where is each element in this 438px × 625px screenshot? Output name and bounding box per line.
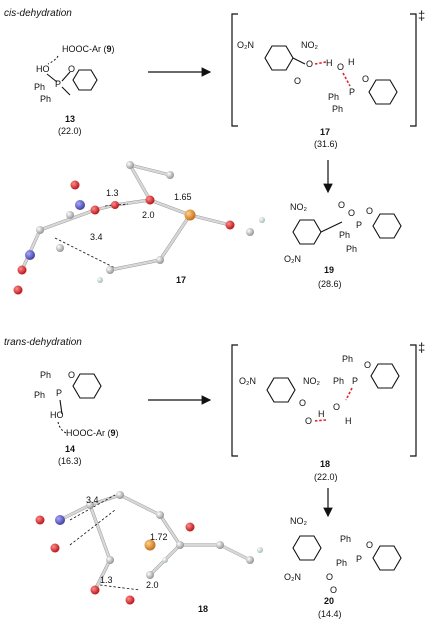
oxygen-label: O [348,208,355,218]
oxygen-label: O [68,64,75,74]
nitro-label: NO₂ [290,202,308,212]
phosphorus-label: P [356,220,362,230]
transition-state-18: ‡ Ph O₂N NO₂ Ph P O O O H O H 18 (22.0) [231,340,425,482]
oxygen-label: O [337,62,344,72]
compound-number: 17 [320,127,330,137]
oxygen-label: O [338,200,345,210]
distance-label: 3.4 [86,495,99,505]
oxygen-label: O [68,370,75,380]
hydroxyl-label: HO [50,410,64,420]
oxygen-label: O [305,416,312,426]
oxygen-label: O [294,76,301,86]
nitro-label: NO₂ [290,516,308,526]
compound-number: 20 [324,596,334,606]
compound-20: NO₂ Ph Ph P O O₂N O O 20 (14.4) [284,516,402,619]
energy-value: (14.4) [318,609,342,619]
nitro-label: O₂N [284,254,301,264]
phenyl-label: Ph [328,92,339,102]
compound-14: Ph Ph P O HO HOOC-Ar (9) 14 (16.3) [34,370,119,466]
distance-label: 1.65 [174,192,192,202]
h-bond-dash [47,55,59,65]
phosphorus-label: P [55,79,61,89]
distance-label: 1.72 [150,532,168,542]
nitro-label: NO₂ [301,40,319,50]
oxygen-label: O [362,74,369,84]
phenyl-label: Ph [336,558,347,568]
phenyl-label: Ph [333,376,344,386]
distance-label: 3.4 [90,232,103,242]
compound-number: 19 [324,265,334,275]
oxygen-label: O [326,572,333,582]
nitro-label: O₂N [284,572,301,582]
nitro-label: O₂N [237,40,254,50]
phosphorus-label: P [352,376,358,386]
oxygen-label: O [366,206,373,216]
phosphorus-label: P [356,554,362,564]
energy-value: (28.6) [318,279,342,289]
distance-label: 1.3 [106,188,119,198]
phosphorus-label: P [56,388,62,398]
model-3d-17: 1.3 2.0 1.65 3.4 17 [13,161,265,295]
cis-section-label: cis-dehydration [4,8,72,19]
phenyl-label: Ph [346,244,357,254]
nitro-label: NO₂ [303,376,321,386]
dagger-symbol: ‡ [418,8,425,23]
oxygen-label: O [366,540,373,550]
trans-section-label: trans-dehydration [4,337,82,348]
phenyl-label: Ph [40,94,51,104]
distance-label: 2.0 [142,210,155,220]
energy-value: (22.0) [314,472,338,482]
phenyl-label: Ph [342,354,353,364]
phenyl-label: Ph [332,104,343,114]
hydrogen-label: H [318,409,325,419]
hydroxyl-label: HO [36,64,50,74]
phenyl-label: Ph [339,230,350,240]
compound-number: 13 [65,114,75,124]
model-3d-18: 3.4 1.72 1.3 2.0 18 [35,491,263,614]
distance-label: 1.3 [100,575,113,585]
compound-number: 18 [320,459,330,469]
hydrogen-label: H [348,57,355,67]
dagger-symbol: ‡ [418,340,425,355]
oxygen-label: O [330,585,337,595]
transition-state-17: ‡ O₂N NO₂ O H O O H P Ph Ph O 17 (31.6) [231,8,425,149]
oxygen-label: O [306,59,313,69]
phenyl-label: Ph [34,82,45,92]
energy-value: (22.0) [58,126,82,136]
distance-label: 2.0 [146,580,159,590]
nitro-label: O₂N [239,376,256,386]
oxygen-label: O [333,402,340,412]
energy-value: (16.3) [58,456,82,466]
oxygen-label: O [364,360,371,370]
h-bond-dash [57,421,67,434]
phenyl-label: Ph [40,370,51,380]
acid-label: HOOC-Ar (9) [66,428,119,438]
model-number: 17 [176,275,186,285]
compound-number: 14 [65,444,75,454]
phenyl-label: Ph [340,534,351,544]
compound-19: NO₂ O O P Ph Ph O O₂N 19 (28.6) [284,200,402,289]
energy-value: (31.6) [314,139,338,149]
acid-label: HOOC-Ar (9) [62,44,115,54]
model-number: 18 [198,604,208,614]
phosphorus-label: P [349,87,355,97]
phenyl-label: Ph [34,390,45,400]
compound-13: HOOC-Ar (9) HO P Ph Ph O 13 (22.0) [34,44,115,136]
oxygen-label: O [299,398,306,408]
hydrogen-label: H [326,58,333,68]
hydrogen-label: H [345,416,352,426]
